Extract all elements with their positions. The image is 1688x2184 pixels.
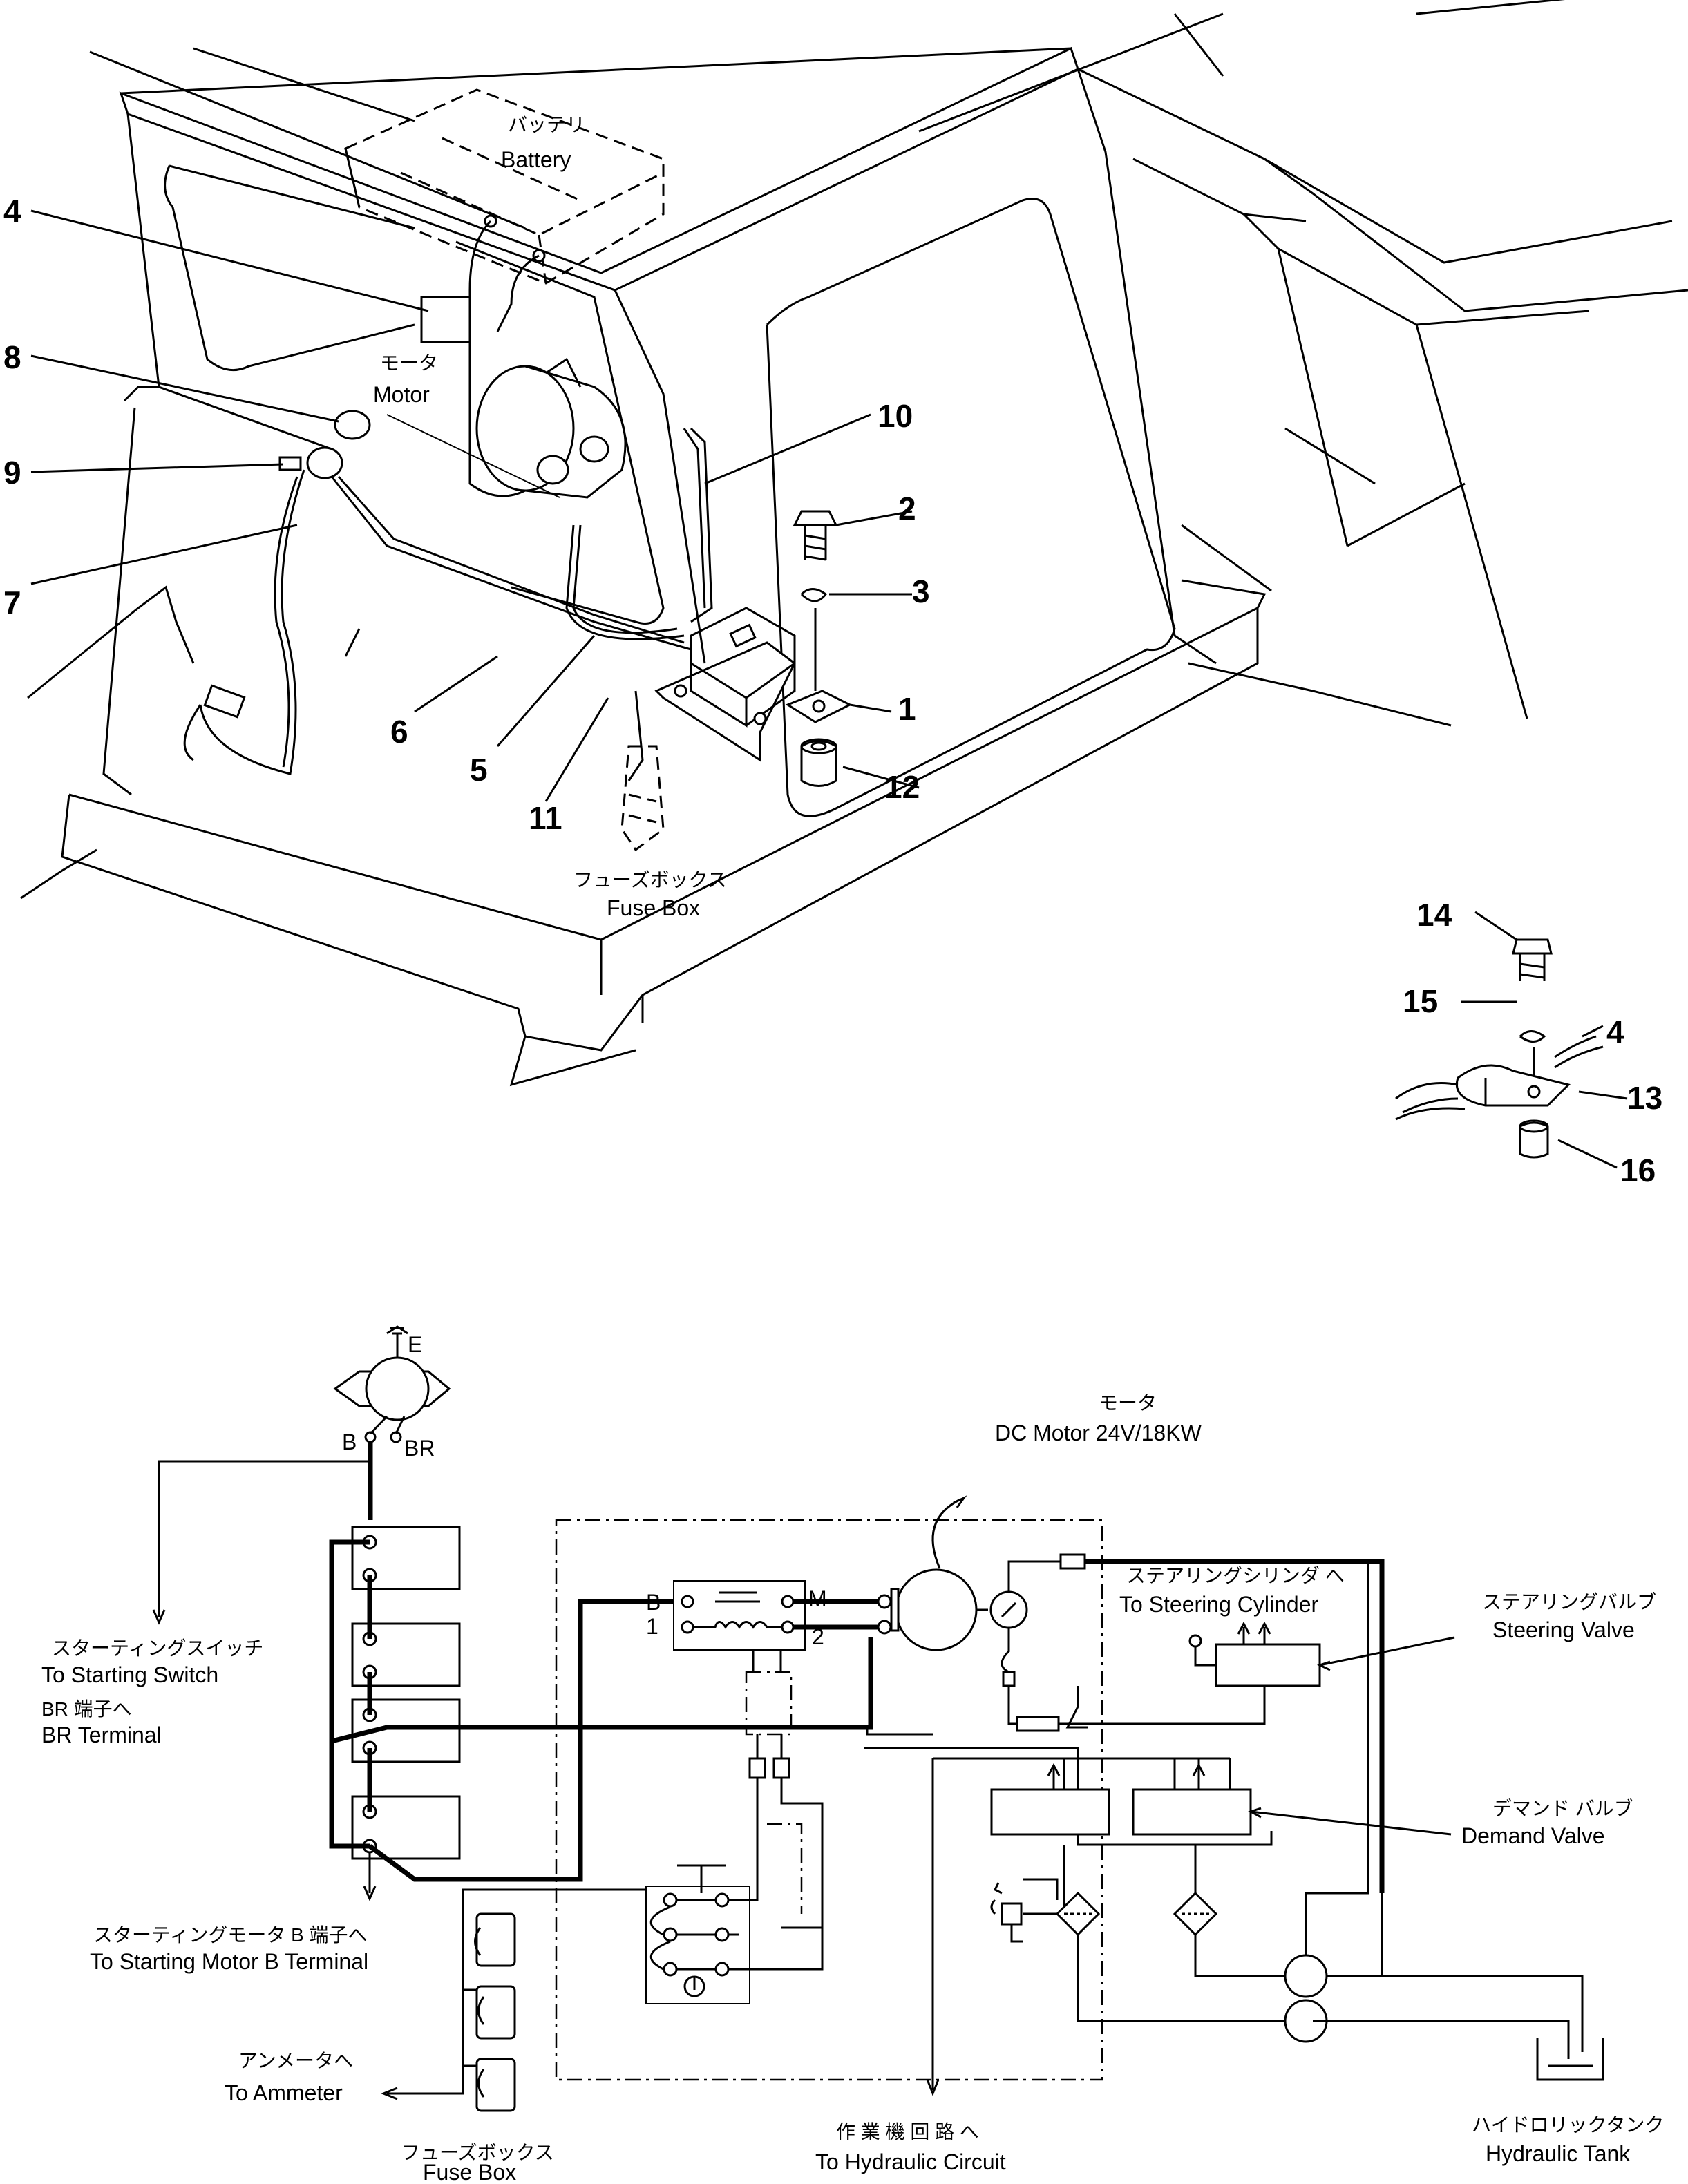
clamp-detail [1395, 911, 1628, 1169]
demand-valves [990, 1763, 1452, 1836]
ground-e-label: E [408, 1332, 422, 1357]
upper-fusebox-label-en: Fuse Box [607, 895, 700, 920]
part-number-15: 15 [1403, 983, 1438, 1019]
motor-label-jp: モータ [380, 352, 438, 374]
dc-motor-label-jp: モータ [1099, 1392, 1157, 1414]
socket-parts-8-9 [278, 410, 371, 479]
demand-valve-label-en: Demand Valve [1461, 1823, 1605, 1848]
hydraulic-tank [1536, 2038, 1604, 2081]
alternator-symbol [333, 1325, 451, 1443]
relay-2-label: 2 [812, 1624, 824, 1649]
starting-switch-arrow [152, 1609, 166, 1625]
motor-relay [673, 1580, 884, 1672]
start-motor-label-jp: スターティングモータ B 端子へ [93, 1924, 368, 1946]
part-leaders [30, 209, 920, 802]
key-switch [645, 1824, 824, 2004]
dc-motor-label-en: DC Motor 24V/18KW [995, 1421, 1202, 1445]
battery-label-jp: バッテリ [508, 114, 585, 135]
part-number-14: 14 [1416, 897, 1452, 933]
part-number-10: 10 [878, 398, 913, 434]
hyd-circuit-label-jp: 作 業 機 回 路 へ [836, 2121, 979, 2143]
part-number-12: 12 [884, 769, 920, 805]
steer-cyl-label-jp: ステアリングシリンダ へ [1126, 1565, 1345, 1586]
part-number-3: 3 [912, 573, 930, 609]
relay-1-label: 1 [646, 1614, 658, 1639]
battery-bank [329, 1526, 873, 1901]
battery-outline [344, 88, 665, 285]
hydraulic-lines [864, 1553, 1385, 2097]
lower-fusebox-label-en: Fuse Box [423, 2160, 516, 2184]
mounting-hardware-1-2-3-12 [785, 510, 853, 787]
start-switch-label-jp: スターティングスイッチ [52, 1637, 263, 1659]
motor-leader-line [386, 414, 560, 498]
plate-part-4 [420, 296, 471, 343]
demand-valve-label-jp: デマンド バルブ [1492, 1798, 1633, 1819]
wire-harnesses [183, 427, 713, 852]
part-number-11: 11 [529, 800, 562, 836]
part-number-4-detail: 4 [1606, 1014, 1624, 1050]
ammeter-label-en: To Ammeter [225, 2080, 343, 2105]
part-number-9: 9 [3, 455, 21, 491]
starting-switch-wire [158, 1442, 372, 1617]
steering-valve-symbol [1188, 1621, 1455, 1687]
lower-fusebox-label-jp: フューズボックス [401, 2142, 554, 2163]
dc-motor-drawing [469, 357, 627, 499]
steer-valve-label-en: Steering Valve [1492, 1617, 1635, 1642]
hyd-tank-label-en: Hydraulic Tank [1486, 2141, 1631, 2166]
relay-fuses [745, 1671, 824, 1929]
br-terminal-label-en: BR Terminal [41, 1722, 162, 1747]
relay-box-drawing [654, 607, 796, 762]
part-number-8: 8 [3, 339, 21, 375]
relay-b-label: B [646, 1590, 661, 1615]
hyd-circuit-label-en: To Hydraulic Circuit [815, 2149, 1006, 2174]
alternator-br-label: BR [404, 1436, 435, 1461]
part-number-6: 6 [390, 714, 408, 750]
part-number-7: 7 [3, 585, 21, 620]
dc-motor-symbol [877, 1495, 1028, 1651]
part-number-4: 4 [3, 193, 21, 229]
steer-valve-label-jp: ステアリングバルブ [1482, 1591, 1656, 1613]
alternator-b-label: B [342, 1430, 357, 1454]
part-number-13: 13 [1627, 1080, 1662, 1116]
filters-and-pumps [990, 1561, 1584, 2059]
ammeter-label-jp: アンメータへ [238, 2050, 353, 2071]
start-motor-label-en: To Starting Motor B Terminal [90, 1949, 368, 1974]
steer-cyl-label-en: To Steering Cylinder [1119, 1592, 1318, 1617]
hyd-tank-label-jp: ハイドロリックタンク [1472, 2114, 1664, 2136]
relay-m-label: M [808, 1586, 827, 1611]
part-number-1: 1 [898, 691, 916, 727]
br-terminal-label-jp: BR 端子へ [41, 1698, 132, 1720]
motor-label-en: Motor [373, 382, 430, 407]
machine-body-outline [20, 0, 1688, 1087]
battery-label-en: Battery [501, 147, 571, 172]
upper-fusebox-label-jp: フューズボックス [573, 869, 727, 891]
part-number-2: 2 [898, 491, 916, 526]
part-number-16: 16 [1620, 1152, 1656, 1188]
part-number-5: 5 [470, 752, 488, 788]
battery-cable [468, 214, 546, 484]
lower-fuse-box [380, 1888, 646, 2112]
start-switch-label-en: To Starting Switch [41, 1662, 218, 1687]
